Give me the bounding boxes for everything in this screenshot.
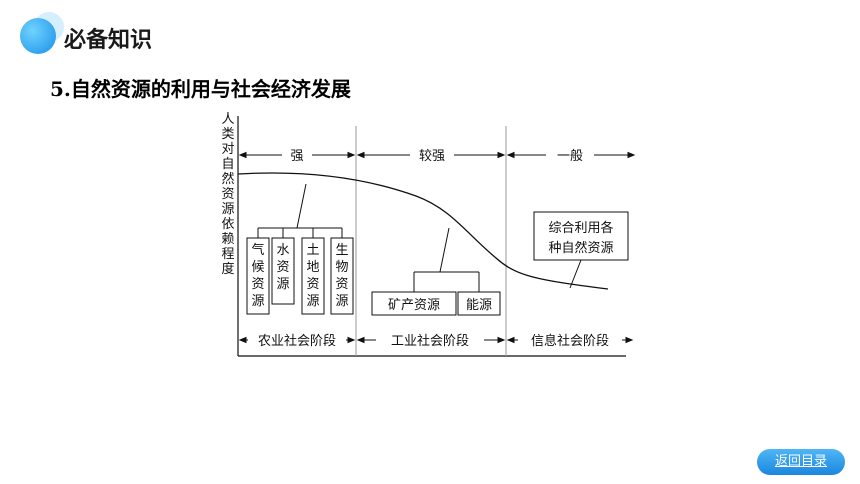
level-general: 一般 <box>557 148 583 164</box>
mineral-resource-label: 矿产资源 <box>388 298 440 313</box>
stage-arrows <box>238 336 634 344</box>
agri-resource-char: 资 <box>306 277 319 292</box>
agri-resource-box <box>330 237 354 315</box>
logo-circle <box>20 18 56 54</box>
stage-industrial: 工业社会阶段 <box>391 333 469 349</box>
agri-resource-char: 源 <box>276 277 289 292</box>
agri-resource-box <box>246 237 270 315</box>
y-axis-label-char: 资 <box>221 187 234 202</box>
energy-label: 能源 <box>466 298 492 313</box>
agri-resource-char: 资 <box>276 260 289 275</box>
y-axis-label-char: 程 <box>221 247 234 262</box>
level-arrows <box>238 151 636 159</box>
agri-resource-char: 源 <box>335 294 348 309</box>
agri-resource-char: 生 <box>335 243 348 258</box>
agri-resource-char: 资 <box>335 277 348 292</box>
y-axis-label-char: 依 <box>221 217 234 232</box>
y-axis-label-char: 对 <box>221 142 234 157</box>
info-connector <box>569 259 582 289</box>
y-axis-label-char: 自 <box>221 157 234 172</box>
industry-connector <box>413 227 480 292</box>
y-axis-label-char: 源 <box>221 202 234 217</box>
energy-box <box>457 291 501 316</box>
comprehensive-use-line-2: 种自然资源 <box>548 240 613 256</box>
y-axis-label-char: 人 <box>221 112 234 127</box>
y-axis-label-char: 然 <box>221 171 234 187</box>
back-to-contents-button[interactable]: 返回目录 <box>757 449 845 475</box>
mineral-resource-box <box>371 291 457 316</box>
stage-agricultural: 农业社会阶段 <box>258 333 336 349</box>
topic-heading: 5.自然资源的利用与社会经济发展 <box>50 77 351 101</box>
level-fairly-strong: 较强 <box>419 149 445 164</box>
agri-resource-char: 水 <box>276 243 289 258</box>
agri-resource-char: 地 <box>306 260 319 275</box>
agri-resource-box <box>271 237 295 305</box>
agri-resource-char: 候 <box>251 260 264 275</box>
y-axis-label-char: 度 <box>221 261 234 277</box>
agri-resource-char: 土 <box>306 243 319 258</box>
agri-resource-char: 资 <box>251 277 264 292</box>
y-axis-label-char: 类 <box>221 127 234 142</box>
agri-resource-char: 物 <box>335 260 348 275</box>
comprehensive-use-line-1: 综合利用各 <box>548 220 613 236</box>
agri-resource-char: 源 <box>306 294 319 309</box>
y-axis-label-char: 赖 <box>221 232 234 247</box>
agri-connector <box>257 183 343 238</box>
stage-information: 信息社会阶段 <box>531 333 609 349</box>
agri-resource-char: 气 <box>251 242 264 258</box>
agri-resource-box <box>301 237 325 315</box>
dependence-curve <box>237 172 609 290</box>
agri-resource-char: 源 <box>251 294 264 309</box>
level-strong: 强 <box>290 149 303 164</box>
header-logo-icon <box>20 12 64 54</box>
section-title: 必备知识 <box>64 28 153 53</box>
